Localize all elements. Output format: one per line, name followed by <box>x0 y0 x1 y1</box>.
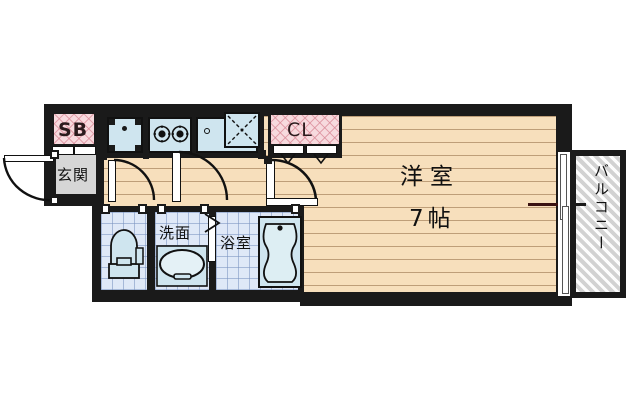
wet-zone-jamb-2 <box>138 204 147 214</box>
wall-nub-counter-right <box>258 150 266 159</box>
entrance-door-swing-arc <box>2 157 55 202</box>
entrance-door-jamb <box>50 150 59 159</box>
refrigerator-corner-br <box>135 145 141 151</box>
entrance-wall-bottom <box>44 194 104 206</box>
bathroom-door-fold-icon <box>204 213 221 233</box>
entrance-label: 玄関 <box>57 166 90 184</box>
toilet-door-leaf[interactable] <box>108 160 116 202</box>
toilet-door-swing-arc <box>113 158 156 201</box>
refrigerator-corner-tl <box>109 119 115 125</box>
kitchen-wall-nub-left <box>100 150 107 160</box>
closet-door-left[interactable] <box>273 145 304 154</box>
room-door-swing-arc <box>271 158 318 203</box>
toilet-unit <box>108 229 144 279</box>
stove-burner-left-icon <box>153 125 171 143</box>
exterior-wall-top <box>44 104 572 116</box>
washbasin-door-leaf[interactable] <box>172 152 181 202</box>
main-room-label: 洋室 <box>400 164 460 190</box>
shoe-box-area <box>52 112 96 146</box>
bathtub <box>258 216 302 288</box>
entrance-door-hinge <box>50 196 59 205</box>
washbasin-door-swing-arc <box>178 150 229 201</box>
balcony-label: バルコニー <box>592 163 610 253</box>
wall-nub-fridge-right <box>143 150 149 159</box>
washbasin-label: 洗面 <box>159 224 192 242</box>
wet-zone-jamb-4 <box>200 204 209 214</box>
stove-burner-right-icon <box>171 125 189 143</box>
sliding-door-handle[interactable] <box>528 203 558 206</box>
wash-basin-unit <box>156 245 208 287</box>
balcony-rail-tick <box>566 203 586 206</box>
closet-area <box>271 115 339 144</box>
entrance-area <box>56 155 96 194</box>
closet-door-arrow-right-icon <box>313 153 329 165</box>
wet-zone-jamb-3 <box>157 204 166 214</box>
bathroom-door-leaf[interactable] <box>208 216 216 262</box>
closet-label: CL <box>287 119 313 141</box>
room-door-hinge <box>264 156 272 164</box>
sink-drain-icon <box>204 128 210 134</box>
wet-zone-jamb-1 <box>101 204 110 214</box>
washer-space-cross-icon <box>227 115 257 145</box>
refrigerator-corner-bl <box>109 145 115 151</box>
exterior-wall-right-upper <box>556 104 572 152</box>
closet-door-right[interactable] <box>306 145 337 154</box>
refrigerator-corner-tr <box>135 119 141 125</box>
wet-zone-jamb-5 <box>291 204 300 214</box>
balcony-floor <box>576 156 620 292</box>
exterior-wall-bottom-main <box>300 292 562 306</box>
shoe-box-label: SB <box>58 119 89 141</box>
sliding-door-panel-lower[interactable] <box>562 206 569 294</box>
refrigerator-knob-icon <box>122 126 127 131</box>
bathroom-label: 浴室 <box>220 234 253 252</box>
main-room-size-label: 7帖 <box>409 206 455 232</box>
shoe-box-door-right[interactable] <box>74 146 96 155</box>
